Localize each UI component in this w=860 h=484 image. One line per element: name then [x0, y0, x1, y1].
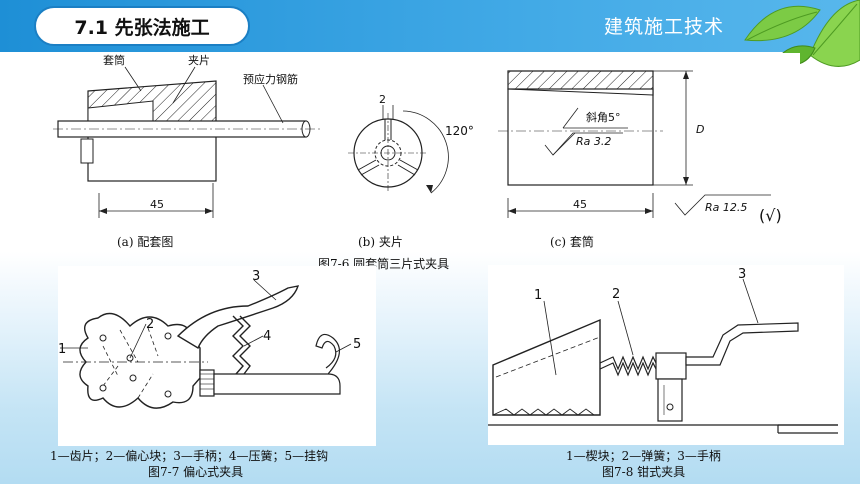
- figure-7-7-drawing: 1 2 3 4 5: [58, 269, 361, 409]
- legend-7-7: 1—齿片；2—偏心块；3—手柄；4—压簧；5—挂钩: [50, 449, 329, 463]
- taper-label-c: 斜角5°: [586, 111, 621, 124]
- course-name: 建筑施工技术: [604, 16, 725, 38]
- section-title: 7.1 先张法施工: [74, 16, 210, 39]
- figure-7-6-panel: 套筒 夹片 预应力钢筋 45 2 120°: [53, 53, 800, 231]
- figure-7-7-panel: 1 2 3 4 5: [58, 266, 376, 446]
- figure-7-6-drawing: 套筒 夹片 预应力钢筋 45 2 120°: [53, 53, 782, 225]
- fig77-num-3: 3: [252, 269, 260, 284]
- roughness-inner-c: Ra 3.2: [576, 135, 611, 148]
- figure-7-8-drawing: 1 2 3: [488, 267, 838, 434]
- header-bar: 7.1 先张法施工 建筑施工技术: [0, 0, 860, 52]
- caption-7-6c: (c) 套筒: [550, 235, 594, 249]
- label-rebar: 预应力钢筋: [243, 72, 298, 86]
- label-sleeve: 套筒: [103, 53, 125, 67]
- dim-length-c: 45: [573, 198, 587, 211]
- drawing-pincer-clamp: [488, 278, 838, 434]
- fig77-num-2: 2: [146, 317, 154, 332]
- drawing-b-clip: [348, 105, 449, 194]
- label-clip: 夹片: [188, 54, 210, 67]
- roughness-note-c: (√): [759, 206, 782, 225]
- drawing-eccentric-clamp: [60, 279, 352, 409]
- drawing-c-sleeve: [498, 70, 771, 218]
- dim-diameter-c: D: [696, 123, 704, 136]
- fig77-num-1: 1: [58, 342, 66, 357]
- dim-gap-b: 2: [379, 93, 386, 106]
- fig78-num-2: 2: [612, 287, 620, 302]
- caption-7-7: 图7-7 偏心式夹具: [148, 465, 244, 479]
- caption-7-6a: (a) 配套图: [117, 235, 174, 249]
- section-title-pill: 7.1 先张法施工: [34, 6, 250, 46]
- caption-7-6b: (b) 夹片: [358, 235, 403, 249]
- fig78-num-3: 3: [738, 267, 746, 282]
- fig78-num-1: 1: [534, 288, 542, 303]
- dim-length-a: 45: [150, 198, 164, 211]
- legend-7-8: 1—楔块；2—弹簧；3—手柄: [566, 449, 721, 463]
- fig77-num-5: 5: [353, 337, 361, 352]
- roughness-general-c: Ra 12.5: [705, 201, 747, 214]
- caption-7-8: 图7-8 钳式夹具: [602, 465, 686, 479]
- figure-7-8-panel: 1 2 3: [488, 265, 844, 445]
- fig77-num-4: 4: [263, 329, 271, 344]
- angle-b: 120°: [445, 124, 474, 138]
- drawing-a-assembly: [53, 66, 323, 218]
